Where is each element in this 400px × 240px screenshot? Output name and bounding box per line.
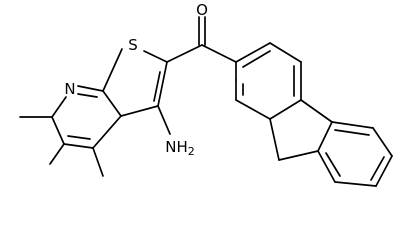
carbonyl-group [166,16,237,63]
fluorene-right-ring [317,121,393,187]
fluorene-left-ring [235,42,302,120]
amine-label-text: NH [165,138,188,156]
nitrogen-label: N [64,80,75,98]
oxygen-label: O [196,1,208,19]
fluorene-five-ring [269,99,333,161]
molecule-diagram: O S N NH2 [19,1,393,187]
amine-label: NH2 [165,138,195,158]
thiophene-ring [102,48,168,117]
methyl-and-amine-bonds [19,105,171,177]
sulfur-label: S [128,36,138,54]
pyridine-ring [51,85,122,149]
amine-subscript: 2 [188,145,195,158]
